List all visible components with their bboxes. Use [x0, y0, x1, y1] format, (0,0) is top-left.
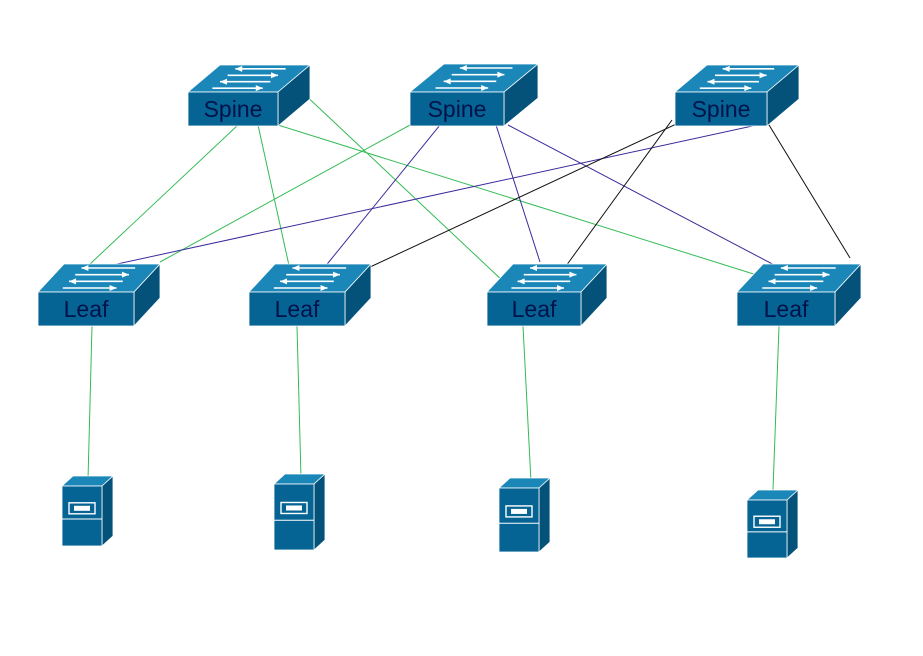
spine-switch-2-label: Spine	[428, 96, 487, 122]
server-icon	[745, 489, 800, 559]
switch-arrows-icon	[699, 65, 775, 92]
server-4[interactable]	[745, 489, 800, 559]
switch-arrows-icon	[273, 265, 347, 291]
link-spine-3-leaf-2	[367, 111, 703, 269]
server-icon	[272, 473, 327, 551]
leaf-switch-3-front-face	[486, 291, 582, 327]
switch-arrows-icon	[511, 265, 583, 291]
link-spine-1-leaf-4	[277, 124, 761, 277]
switch-arrows-icon	[435, 65, 513, 91]
spine-switch-2-front-face	[409, 91, 505, 127]
spine-switch-3-front-face	[674, 91, 768, 127]
link-spine-3-leaf-3	[565, 119, 673, 267]
link-spine-1-leaf-1	[89, 124, 239, 265]
link-spine-2-leaf-3	[495, 124, 541, 263]
server-icon	[60, 475, 115, 547]
server-1[interactable]	[60, 475, 115, 547]
spine-switch-1-front-face	[187, 91, 279, 127]
spine-switch-3-label: Spine	[692, 96, 751, 122]
leaf-switch-2-front-face	[248, 291, 346, 327]
spine-switch-1-label: Spine	[204, 96, 263, 122]
spine-switch-2[interactable]: Spine	[408, 63, 540, 127]
leaf-switch-3[interactable]: Leaf	[486, 262, 608, 328]
link-spine-3-leaf-1	[107, 124, 758, 267]
link-leaf-2-server-2	[296, 325, 302, 479]
switch-arrows-icon	[62, 265, 136, 291]
link-leaf-4-server-4	[772, 325, 780, 491]
switch-arrows-icon	[212, 65, 286, 92]
leaf-switch-1-label: Leaf	[64, 296, 109, 322]
leaf-switch-1[interactable]: Leaf	[37, 262, 161, 328]
server-3[interactable]	[497, 477, 552, 553]
links-layer	[87, 89, 851, 491]
server-2[interactable]	[272, 473, 327, 551]
spine-switch-1[interactable]: Spine	[186, 64, 312, 127]
leaf-switch-4-label: Leaf	[764, 296, 809, 322]
leaf-switch-4-front-face	[736, 291, 836, 327]
link-leaf-3-server-3	[522, 325, 532, 483]
leaf-switch-2[interactable]: Leaf	[248, 262, 372, 328]
link-leaf-1-server-1	[87, 325, 93, 481]
link-spine-2-leaf-2	[323, 124, 441, 269]
link-spine-3-leaf-4	[765, 119, 851, 259]
switch-arrows-icon	[762, 265, 836, 291]
spine-switch-3[interactable]: Spine	[673, 64, 801, 127]
leaf-switch-4[interactable]: Leaf	[736, 262, 862, 328]
link-spine-1-leaf-2	[257, 124, 291, 271]
leaf-switch-1-front-face	[37, 291, 135, 327]
leaf-switch-2-label: Leaf	[275, 296, 320, 322]
server-icon	[497, 477, 552, 553]
link-spine-2-leaf-1	[159, 124, 411, 263]
leaf-switch-3-label: Leaf	[512, 296, 557, 322]
link-spine-2-leaf-4	[507, 124, 781, 269]
link-spine-1-leaf-3	[299, 89, 506, 284]
